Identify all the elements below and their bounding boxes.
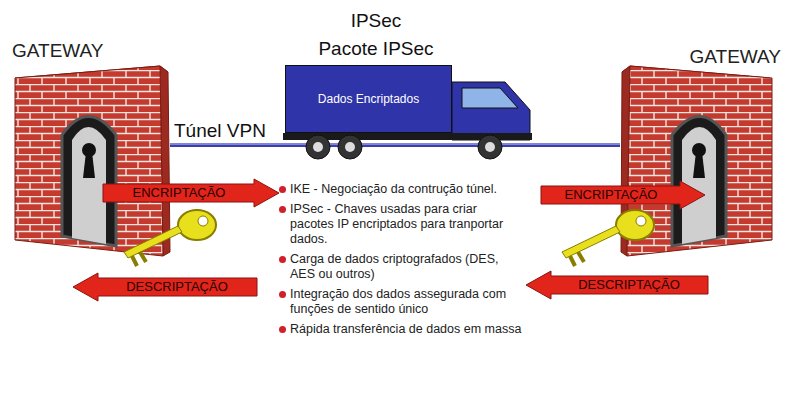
arrow-text: DESCRIPTAÇÃO <box>578 270 680 300</box>
bullet-dot <box>279 291 286 298</box>
bullet-text: Integração dos dados assegurada com funç… <box>290 287 506 316</box>
tunnel-stroke <box>170 143 620 147</box>
bullet-item: Rápida transferência de dados em massa <box>290 322 522 337</box>
bullet-dot <box>279 256 286 263</box>
gateway-label: GATEWAY <box>620 46 785 68</box>
packet-box: Dados Encriptados <box>285 65 452 133</box>
bullet-text: Carga de dados criptografados (DES, AES … <box>290 252 498 281</box>
arrow-outline <box>526 271 708 299</box>
arrow-outline <box>103 179 279 207</box>
arrow-outline <box>73 273 257 301</box>
tunnel-highlight <box>170 144 620 145</box>
arrow-text: ENCRIPTAÇÃO <box>565 180 658 210</box>
key-icon <box>562 210 654 266</box>
arrow-text: DESCRIPTAÇÃO <box>126 272 228 302</box>
direction-arrow: DESCRIPTAÇÃO <box>72 272 258 302</box>
key-icon <box>124 210 216 266</box>
bullet-item: IPSec - Chaves usadas para criar pacotes… <box>290 202 522 247</box>
direction-arrow: ENCRIPTAÇÃO <box>540 180 706 210</box>
edge-label: Túnel VPN <box>172 120 268 142</box>
bullet-item: IKE - Negociação da contrução túnel. <box>290 182 522 197</box>
bullet-dot <box>279 186 286 193</box>
bullet-dot <box>279 206 286 213</box>
arrow-outline <box>541 181 705 209</box>
direction-arrow: ENCRIPTAÇÃO <box>102 178 280 208</box>
bullet-item: Integração dos dados assegurada com funç… <box>290 287 522 317</box>
bullet-item: Carga de dados criptografados (DES, AES … <box>290 252 522 282</box>
box-text: Dados Encriptados <box>318 92 419 106</box>
bullet-text: IKE - Negociação da contrução túnel. <box>290 182 497 196</box>
direction-arrow: DESCRIPTAÇÃO <box>525 270 709 300</box>
gateway: GATEWAY <box>8 40 170 256</box>
packet-label: Pacote IPSec <box>318 38 433 60</box>
gateway-label: GATEWAY <box>8 40 170 62</box>
brick-wall <box>15 66 170 256</box>
gateway: GATEWAY <box>620 40 785 256</box>
bullet-text: Rápida transferência de dados em massa <box>290 322 521 336</box>
diagram-title: IPSec <box>351 10 402 32</box>
bullet-dot <box>279 326 286 333</box>
arrow-text: ENCRIPTAÇÃO <box>133 178 226 208</box>
tunnel-line <box>170 144 620 145</box>
bullet-text: IPSec - Chaves usadas para criar pacotes… <box>290 202 503 246</box>
